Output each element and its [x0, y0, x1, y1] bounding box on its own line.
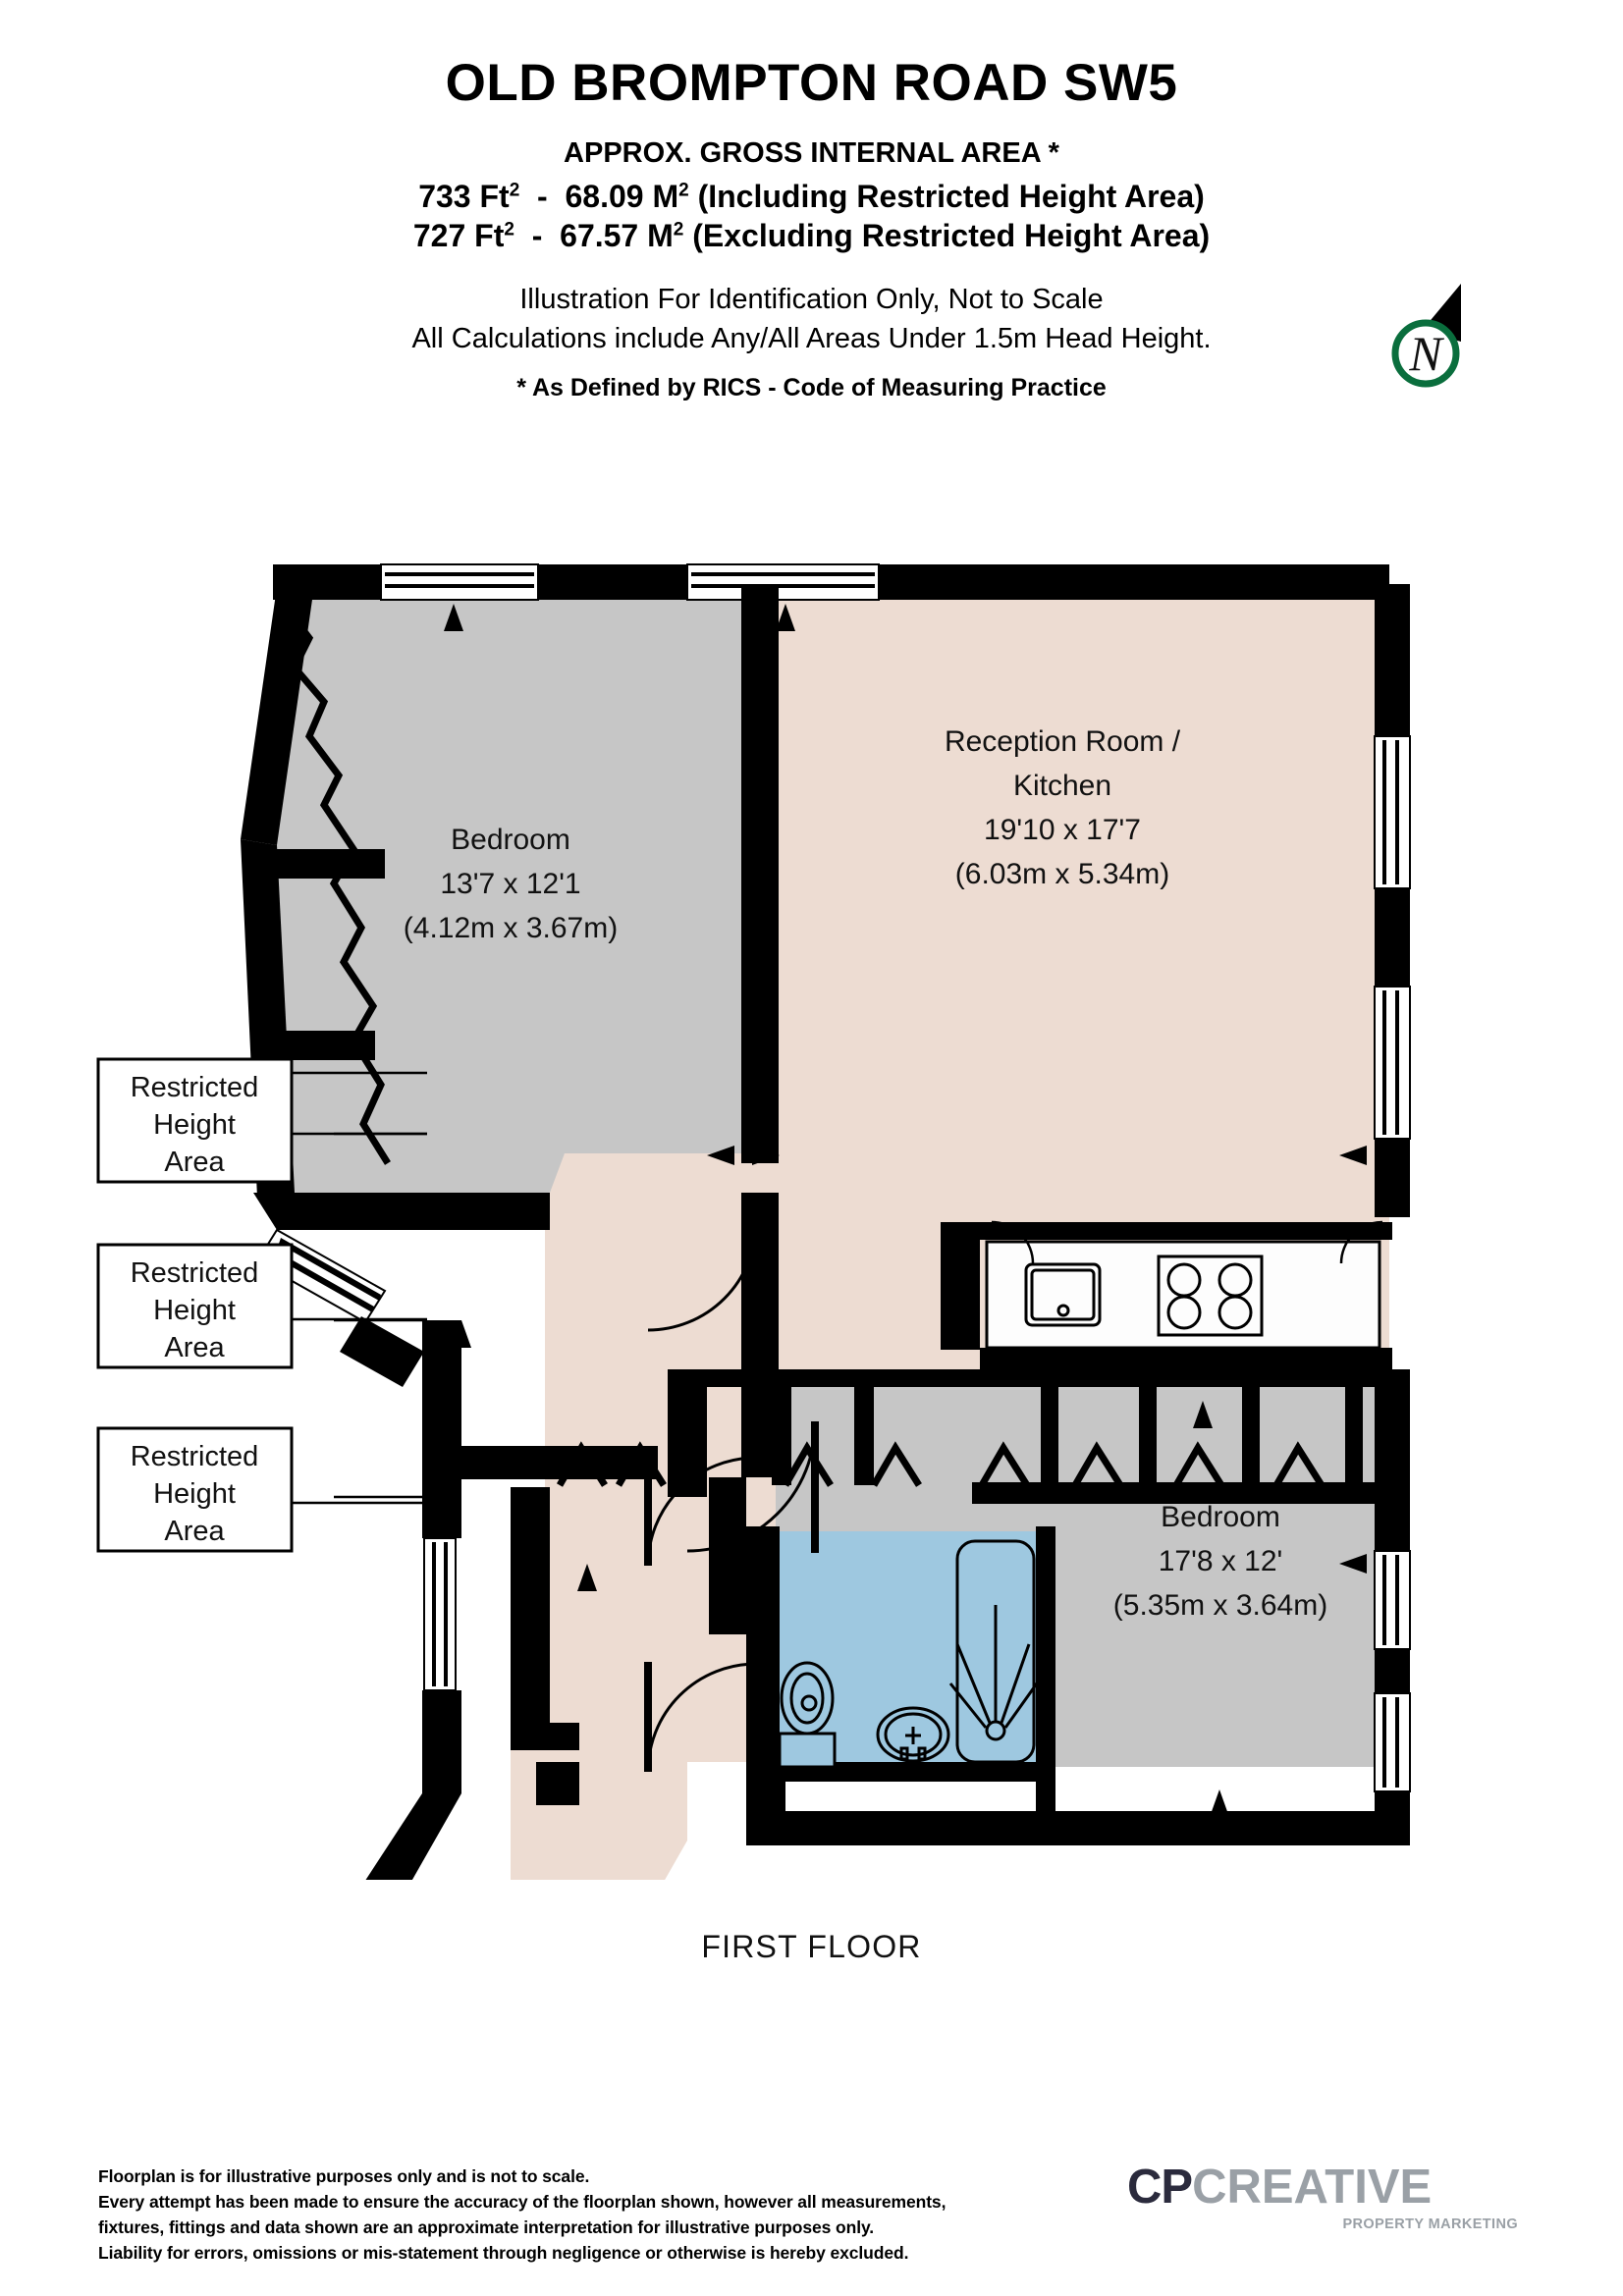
- area-heading: APPROX. GROSS INTERNAL AREA *: [564, 137, 1059, 169]
- room-label-bedroom-1: Bedroom 13'7 x 12'1 (4.12m x 3.67m): [404, 824, 618, 944]
- reception-name-line-2: Kitchen: [1013, 770, 1111, 802]
- bedroom-1-niche-walls: [257, 849, 385, 1060]
- sup-2: 2: [509, 180, 520, 201]
- compass-rose: N: [1375, 280, 1502, 417]
- bedroom-2-dims-metric: (5.35m x 3.64m): [1113, 1589, 1327, 1622]
- disclaimer: Floorplan is for illustrative purposes o…: [98, 2163, 946, 2266]
- footer: Floorplan is for illustrative purposes o…: [0, 2160, 1623, 2296]
- area-note-excluding: (Excluding Restricted Height Area): [692, 217, 1211, 253]
- compass-icon: N: [1391, 284, 1461, 388]
- rha-3-line-1: Restricted: [131, 1441, 259, 1472]
- area-line-including: 733 Ft2 - 68.09 M2 (Including Restricted…: [418, 179, 1205, 214]
- reception-dims-imperial: 19'10 x 17'7: [984, 814, 1141, 846]
- bedroom-1-dims-metric: (4.12m x 3.67m): [404, 912, 618, 944]
- toilet-icon: [778, 1661, 837, 1769]
- disclaimer-line-4: Liability for errors, omissions or mis-s…: [98, 2243, 909, 2264]
- door-swings: [646, 1220, 1383, 1773]
- disclaimer-line-2: Every attempt has been made to ensure th…: [98, 2192, 947, 2213]
- disclaimer-line-3: fixtures, fittings and data shown are an…: [98, 2217, 875, 2238]
- logo-cp: CP: [1127, 2161, 1193, 2214]
- rha-1-line-2: Height: [153, 1109, 236, 1141]
- hob-four-burner-icon: [1157, 1255, 1264, 1337]
- sup-2: 2: [678, 180, 689, 201]
- illustration-note-2: All Calculations include Any/All Areas U…: [411, 322, 1212, 354]
- area-ft-including: 733 Ft: [418, 179, 510, 214]
- restricted-height-box-2: Restricted Height Area: [96, 1243, 427, 1369]
- company-logo: CPCREATIVE PROPERTY MARKETING: [1127, 2163, 1520, 2233]
- wash-basin-icon: [876, 1706, 950, 1763]
- rha-2-line-3: Area: [164, 1332, 225, 1363]
- bedroom-2-fill: [776, 1369, 1389, 1767]
- shower-bath-icon: [948, 1539, 1039, 1764]
- rha-3-line-3: Area: [164, 1516, 225, 1547]
- bedroom-2-name: Bedroom: [1161, 1501, 1280, 1533]
- room-label-bedroom-2: Bedroom 17'8 x 12' (5.35m x 3.64m): [1113, 1501, 1327, 1622]
- cupboard-markers: [556, 1441, 1325, 1487]
- rha-2-line-1: Restricted: [131, 1257, 259, 1289]
- area-ft-excluding: 727 Ft: [412, 217, 505, 253]
- logo-wordmark: CPCREATIVE: [1127, 2163, 1520, 2212]
- area-line-excluding: 727 Ft2 - 67.57 M2 (Excluding Restricted…: [412, 217, 1211, 253]
- door-leaves: [644, 1220, 819, 1772]
- area-note-including: (Including Restricted Height Area): [697, 179, 1205, 214]
- illustration-note-1: Illustration For Identification Only, No…: [519, 283, 1104, 315]
- view-arrows: [236, 604, 1367, 1817]
- header: OLD BROMPTON ROAD SW5 APPROX. GROSS INTE…: [0, 0, 1623, 400]
- sup-2: 2: [504, 219, 514, 240]
- reception-name: Reception Room /: [945, 725, 1181, 758]
- compass-letter-n: N: [1408, 326, 1444, 381]
- bathroom-fill: [776, 1531, 1046, 1772]
- logo-creative: CREATIVE: [1192, 2161, 1433, 2214]
- bedroom-2-dims-imperial: 17'8 x 12': [1159, 1545, 1283, 1577]
- disclaimer-line-1: Floorplan is for illustrative purposes o…: [98, 2166, 590, 2186]
- floorplan-svg: Bedroom 13'7 x 12'1 (4.12m x 3.67m) Rece…: [96, 563, 1411, 1880]
- kitchen-sink-icon: [1024, 1262, 1102, 1327]
- compass-circle: [1391, 319, 1460, 388]
- restricted-height-box-1: Restricted Height Area: [96, 1057, 427, 1184]
- rha-3-line-2: Height: [153, 1478, 236, 1510]
- rha-2-line-2: Height: [153, 1295, 236, 1326]
- rics-note: * As Defined by RICS - Code of Measuring…: [516, 374, 1107, 402]
- sup-2: 2: [673, 219, 684, 240]
- room-label-reception-kitchen: Reception Room / Kitchen 19'10 x 17'7 (6…: [945, 725, 1181, 890]
- area-m-including: 68.09 M: [565, 179, 679, 214]
- bedroom-1-name: Bedroom: [451, 824, 570, 856]
- page-title: OLD BROMPTON ROAD SW5: [445, 54, 1178, 112]
- floorplan: Bedroom 13'7 x 12'1 (4.12m x 3.67m) Rece…: [0, 545, 1623, 1880]
- bedroom-1-dims-imperial: 13'7 x 12'1: [440, 868, 580, 900]
- restricted-height-box-3: Restricted Height Area: [96, 1426, 427, 1553]
- rha-1-line-1: Restricted: [131, 1072, 259, 1103]
- logo-tagline: PROPERTY MARKETING: [1342, 2216, 1518, 2232]
- floor-label: FIRST FLOOR: [701, 1929, 922, 1964]
- rha-1-line-3: Area: [164, 1147, 225, 1178]
- area-m-excluding: 67.57 M: [560, 217, 674, 253]
- reception-dims-metric: (6.03m x 5.34m): [955, 858, 1169, 890]
- walls: [241, 563, 1411, 1880]
